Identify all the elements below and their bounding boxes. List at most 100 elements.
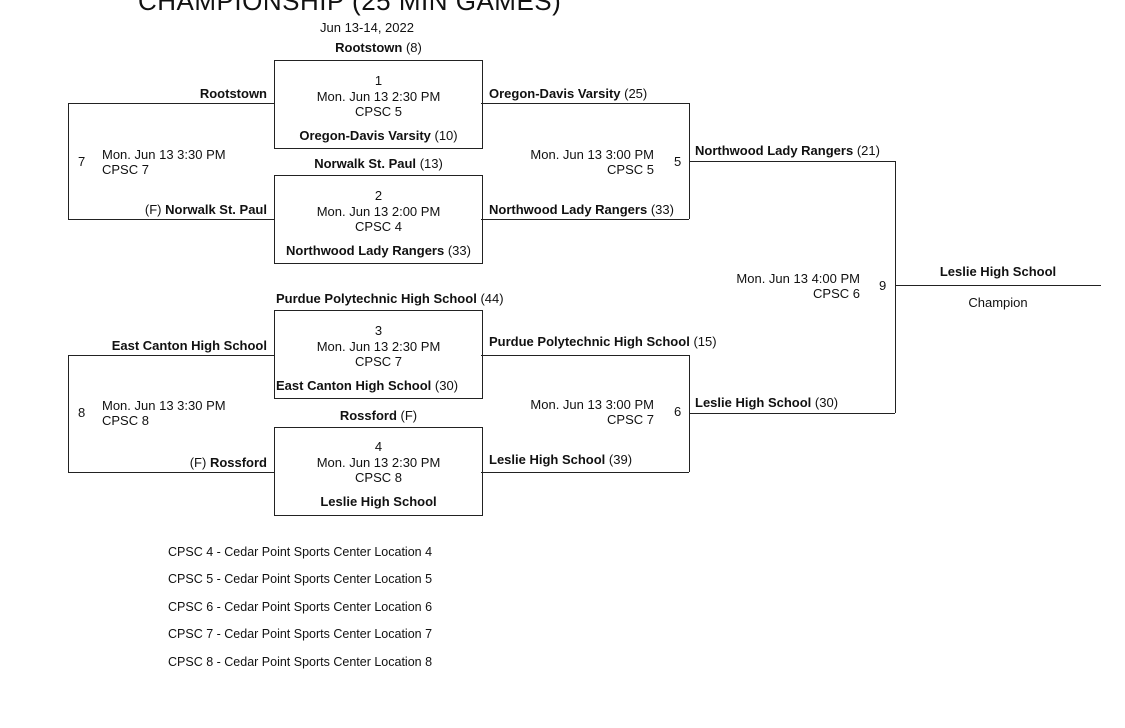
team-name: Purdue Polytechnic High School (276, 291, 477, 306)
team-score: (33) (447, 243, 471, 258)
game-3-number: 3 (374, 323, 383, 338)
champion-label: Champion (968, 295, 1028, 310)
game-8-number: 8 (78, 405, 86, 420)
champion-line (895, 285, 1101, 286)
legend-item: CPSC 8 - Cedar Point Sports Center Locat… (168, 655, 433, 669)
game-3-box (274, 310, 483, 399)
team-name: Northwood Lady Rangers (489, 202, 648, 217)
team-score: (10) (434, 128, 458, 143)
team-score: (13) (419, 156, 443, 171)
game-5-bottom-team: Northwood Lady Rangers (33) (489, 202, 674, 218)
game-2-top-team: Norwalk St. Paul (13) (274, 156, 483, 172)
game-9-court: CPSC 6 (813, 286, 860, 301)
team-name: Rossford (339, 408, 397, 423)
game-3-bottom-team: East Canton High School (30) (276, 378, 458, 394)
game-6-top-line (481, 355, 689, 356)
team-name: Rootstown (335, 40, 403, 55)
game-1-top-team: Rootstown (8) (274, 40, 483, 56)
game-6-number: 6 (674, 404, 682, 419)
team-score: (39) (608, 452, 633, 467)
game-4-time: Mon. Jun 13 2:30 PM (316, 455, 441, 470)
team-score: (15) (693, 334, 717, 349)
page-title: CHAMPIONSHIP (25 MIN GAMES) (138, 0, 562, 16)
game-6-bottom-team: Leslie High School (39) (489, 452, 632, 468)
game-2-number: 2 (374, 188, 383, 203)
game-7-bottom-line (68, 219, 275, 220)
game-7-top-line (68, 103, 275, 104)
date-range: Jun 13-14, 2022 (320, 20, 414, 35)
team-score: (30) (434, 378, 459, 393)
team-name: Norwalk St. Paul (165, 202, 267, 217)
legend-item: CPSC 7 - Cedar Point Sports Center Locat… (168, 627, 433, 641)
game-9-top-line (689, 161, 895, 162)
game-1-time: Mon. Jun 13 2:30 PM (316, 89, 441, 104)
game-4-bottom-team: Leslie High School (274, 494, 483, 510)
game-5-top-line (481, 103, 689, 104)
game-8-court: CPSC 8 (102, 413, 149, 428)
team-name: Oregon-Davis Varsity (489, 86, 621, 101)
game-9-time: Mon. Jun 13 4:00 PM (736, 271, 860, 286)
game-1-number: 1 (374, 73, 383, 88)
team-name: Purdue Polytechnic High School (489, 334, 690, 349)
game-3-time: Mon. Jun 13 2:30 PM (316, 339, 441, 354)
game-7-bracket-line (68, 103, 69, 219)
game-4-court: CPSC 8 (355, 470, 402, 485)
team-name: Leslie High School (320, 494, 437, 509)
team-score: (21) (856, 143, 880, 158)
game-1-box (274, 60, 483, 149)
game-9-bottom-line (689, 413, 895, 414)
game-8-bottom-line (68, 472, 275, 473)
champion-team: Leslie High School (939, 264, 1057, 279)
team-name: East Canton High School (276, 378, 432, 393)
game-8-top-team: East Canton High School (111, 338, 267, 353)
team-score: (F) (400, 408, 418, 423)
legend-item: CPSC 4 - Cedar Point Sports Center Locat… (168, 545, 433, 559)
game-2-bottom-team: Northwood Lady Rangers (33) (274, 243, 483, 259)
game-4-top-team: Rossford (F) (274, 408, 483, 424)
game-4-number: 4 (374, 439, 383, 454)
team-score: (25) (624, 86, 648, 101)
team-score: (8) (405, 40, 422, 55)
team-score: (44) (480, 291, 504, 306)
forfeit-marker: (F) (144, 202, 162, 217)
game-9-number: 9 (879, 278, 887, 293)
team-score: (30) (814, 395, 839, 410)
team-name: Northwood Lady Rangers (286, 243, 445, 258)
game-5-court: CPSC 5 (607, 162, 654, 177)
game-9-top-team: Northwood Lady Rangers (21) (695, 143, 880, 159)
game-8-time: Mon. Jun 13 3:30 PM (102, 398, 226, 413)
team-name: Oregon-Davis Varsity (299, 128, 431, 143)
team-name: Northwood Lady Rangers (695, 143, 854, 158)
game-8-top-line (68, 355, 275, 356)
game-5-number: 5 (674, 154, 682, 169)
forfeit-marker: (F) (189, 455, 207, 470)
game-3-top-team: Purdue Polytechnic High School (44) (276, 291, 504, 307)
team-name: Leslie High School (489, 452, 606, 467)
game-6-top-team: Purdue Polytechnic High School (15) (489, 334, 717, 350)
game-7-number: 7 (78, 154, 86, 169)
team-name: Norwalk St. Paul (314, 156, 417, 171)
game-8-bracket-line (68, 355, 69, 472)
legend-item: CPSC 6 - Cedar Point Sports Center Locat… (168, 600, 433, 614)
game-7-bottom-team: (F) Norwalk St. Paul (70, 202, 267, 218)
game-8-bottom-team: (F) Rossford (70, 455, 267, 471)
game-1-bottom-team: Oregon-Davis Varsity (10) (274, 128, 483, 144)
team-score: (33) (650, 202, 674, 217)
game-5-time: Mon. Jun 13 3:00 PM (530, 147, 654, 162)
game-6-court: CPSC 7 (607, 412, 654, 427)
game-3-court: CPSC 7 (355, 354, 402, 369)
game-6-bottom-line (481, 472, 689, 473)
game-7-court: CPSC 7 (102, 162, 149, 177)
game-4-box (274, 427, 483, 516)
team-name: Leslie High School (695, 395, 812, 410)
game-7-top-team: Rootstown (199, 86, 267, 101)
game-6-time: Mon. Jun 13 3:00 PM (530, 397, 654, 412)
game-2-court: CPSC 4 (355, 219, 402, 234)
game-9-bottom-team: Leslie High School (30) (695, 395, 838, 411)
game-5-bottom-line (481, 219, 689, 220)
game-5-top-team: Oregon-Davis Varsity (25) (489, 86, 647, 102)
game-7-time: Mon. Jun 13 3:30 PM (102, 147, 226, 162)
game-1-court: CPSC 5 (355, 104, 402, 119)
game-2-time: Mon. Jun 13 2:00 PM (316, 204, 441, 219)
game-9-bracket-line (895, 161, 896, 413)
